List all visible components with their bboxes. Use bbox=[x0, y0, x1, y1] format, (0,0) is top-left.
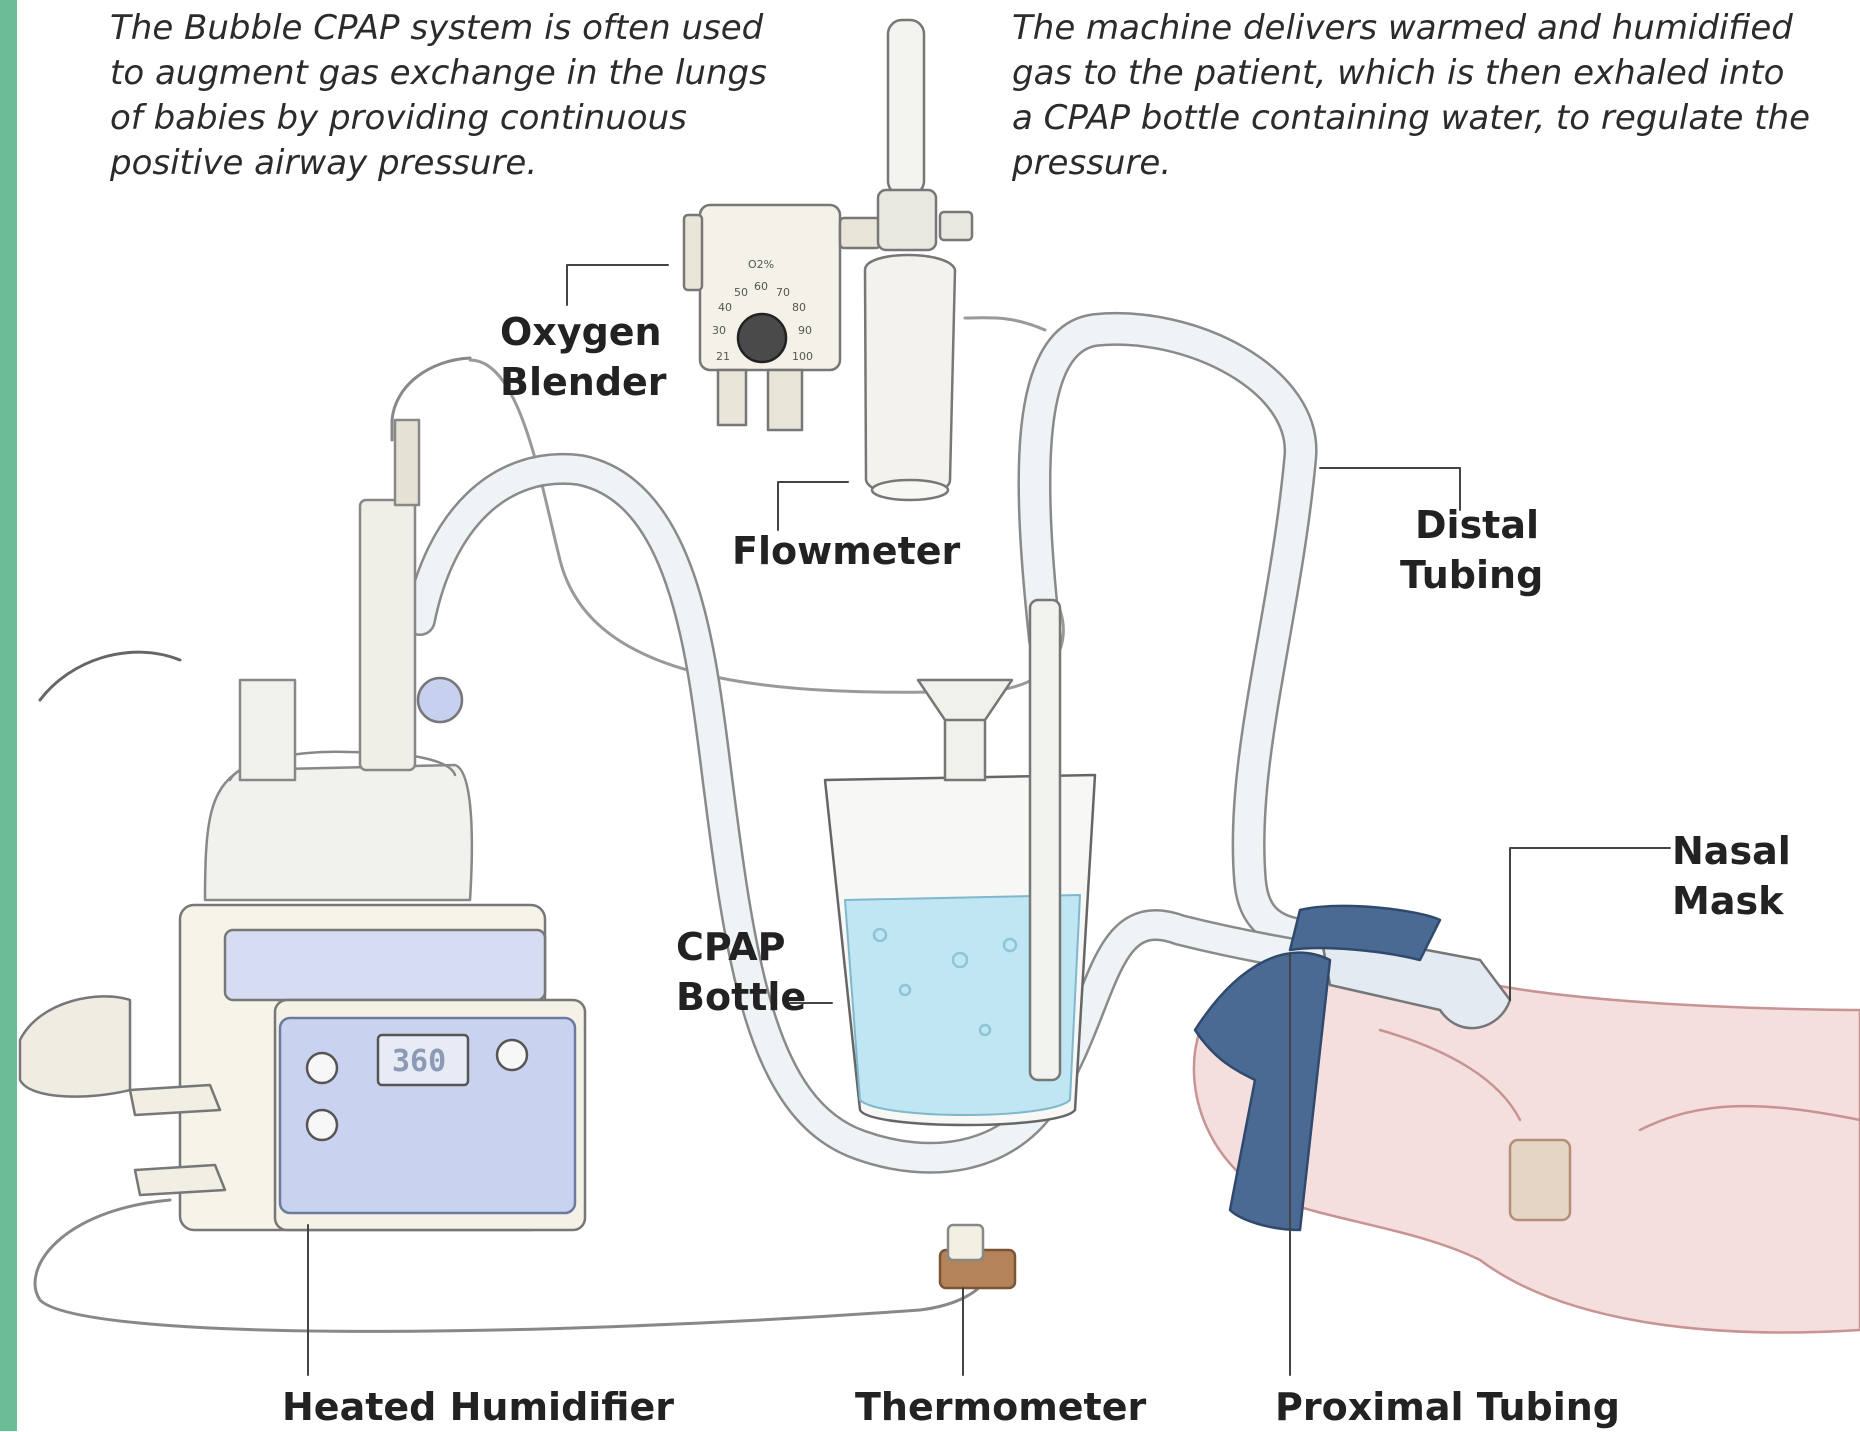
label-nasal-mask-line1: Nasal bbox=[1672, 826, 1791, 876]
label-nasal-mask-line2: Mask bbox=[1672, 876, 1791, 926]
label-thermometer: Thermometer bbox=[855, 1382, 1146, 1432]
dial-mark: 50 bbox=[734, 286, 748, 299]
label-cpap-bottle-line2: Bottle bbox=[676, 972, 806, 1022]
label-distal-tubing: Distal Tubing bbox=[1400, 500, 1543, 600]
dial-mark: 21 bbox=[716, 350, 730, 363]
leader-flowmeter bbox=[778, 482, 848, 530]
label-oxygen-blender-line2: Blender bbox=[500, 357, 667, 407]
blender-dial-unit: O2% bbox=[748, 258, 774, 271]
flowmeter-outlet-line bbox=[965, 318, 1045, 330]
heated-humidifier bbox=[20, 905, 585, 1230]
label-cpap-bottle: CPAP Bottle bbox=[676, 922, 806, 1022]
heater-display: 360 bbox=[392, 1044, 446, 1079]
label-proximal-tubing: Proximal Tubing bbox=[1275, 1382, 1620, 1432]
dial-mark: 30 bbox=[712, 324, 726, 337]
label-heated-humidifier: Heated Humidifier bbox=[282, 1382, 674, 1432]
leader-nasal-mask bbox=[1510, 848, 1670, 1000]
label-nasal-mask: Nasal Mask bbox=[1672, 826, 1791, 926]
dial-mark: 40 bbox=[718, 301, 732, 314]
oxygen-blender-device bbox=[684, 205, 880, 430]
intro-text-right: The machine delivers warmed and humidifi… bbox=[1012, 6, 1812, 186]
label-distal-tubing-line1: Distal bbox=[1400, 500, 1543, 550]
dial-mark: 80 bbox=[792, 301, 806, 314]
thermometer-probe bbox=[940, 1225, 1015, 1288]
dial-mark: 60 bbox=[754, 280, 768, 293]
dial-mark: 100 bbox=[792, 350, 813, 363]
label-oxygen-blender-line1: Oxygen bbox=[500, 307, 667, 357]
humidifier-chamber bbox=[205, 420, 472, 900]
leader-oxygen-blender bbox=[567, 265, 668, 305]
label-distal-tubing-line2: Tubing bbox=[1400, 550, 1543, 600]
label-cpap-bottle-line1: CPAP bbox=[676, 922, 806, 972]
cpap-bottle-device bbox=[825, 600, 1095, 1125]
label-oxygen-blender: Oxygen Blender bbox=[500, 307, 667, 407]
power-cable bbox=[40, 652, 180, 700]
flowmeter-device bbox=[865, 20, 972, 500]
dial-mark: 70 bbox=[776, 286, 790, 299]
label-flowmeter: Flowmeter bbox=[732, 526, 960, 576]
dial-mark: 90 bbox=[798, 324, 812, 337]
intro-text-left: The Bubble CPAP system is often used to … bbox=[110, 6, 790, 186]
